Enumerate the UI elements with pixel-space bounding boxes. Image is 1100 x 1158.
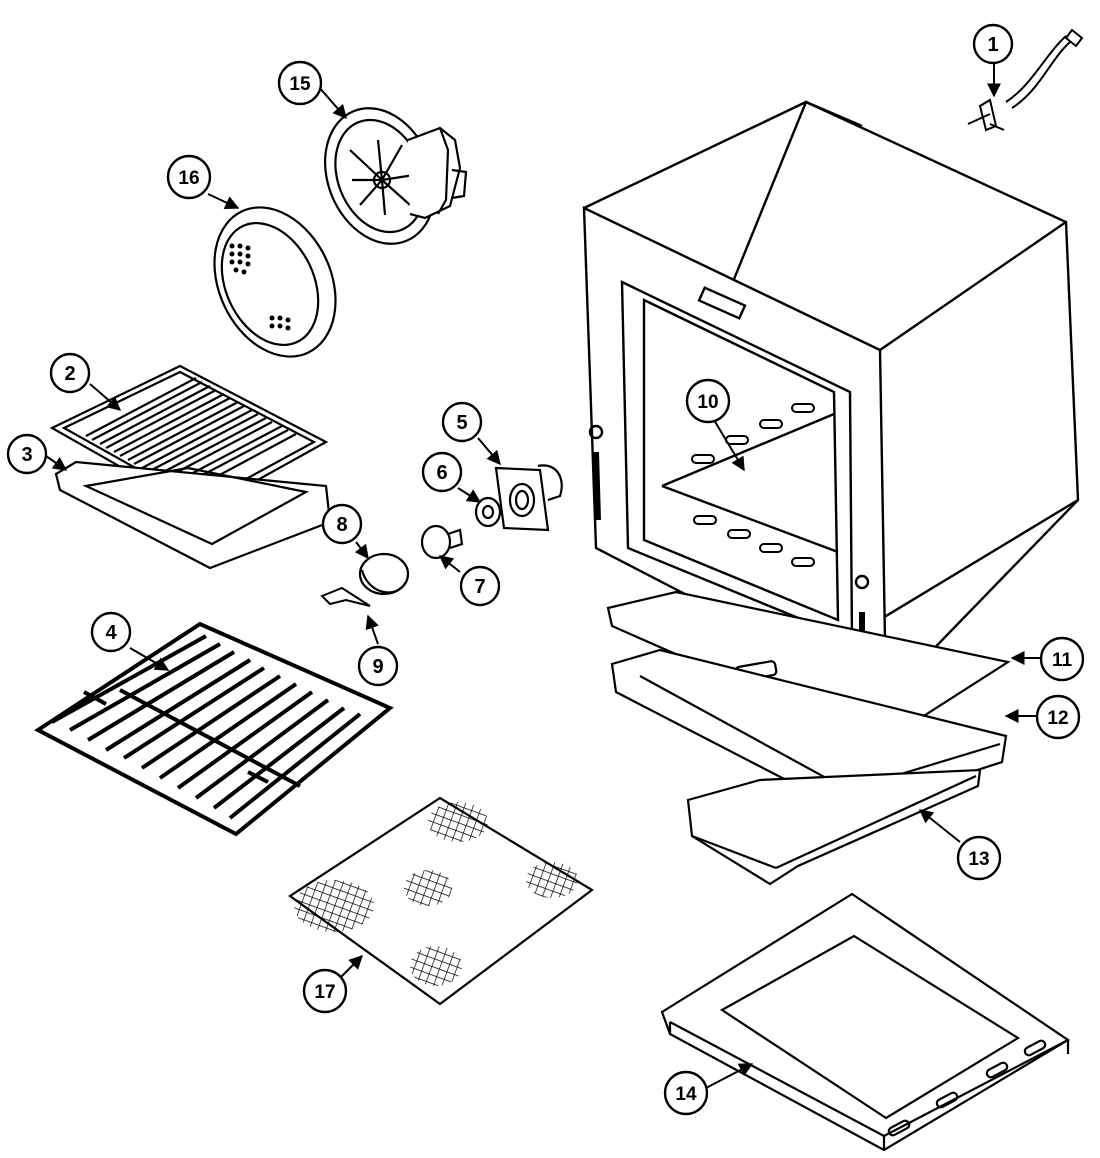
callout-9: 9 — [357, 645, 399, 687]
leader-9 — [365, 614, 379, 645]
callout-label-8: 8 — [336, 514, 347, 536]
callout-label-17: 17 — [314, 982, 335, 1003]
callout-label-14: 14 — [675, 1084, 697, 1105]
leader-7 — [438, 555, 461, 573]
callout-10: 10 — [685, 378, 731, 424]
leader-6 — [457, 487, 482, 503]
callout-label-2: 2 — [64, 363, 75, 385]
leader-17 — [339, 955, 363, 979]
callout-label-7: 7 — [474, 576, 485, 598]
part-6-socket-ring — [474, 496, 502, 528]
callout-label-9: 9 — [372, 656, 383, 678]
leader-4 — [129, 647, 170, 671]
leader-16 — [207, 193, 240, 210]
callout-label-10: 10 — [697, 392, 718, 413]
leader-lines — [45, 62, 1040, 1089]
part-1-sensor-wire — [967, 28, 1084, 132]
callout-label-1: 1 — [987, 34, 998, 56]
callout-11: 11 — [1039, 636, 1085, 682]
callout-label-12: 12 — [1047, 708, 1068, 729]
callout-13: 13 — [956, 835, 1002, 881]
callout-label-3: 3 — [21, 444, 32, 466]
part-10-oven-cavity — [582, 100, 1080, 700]
part-5-light-socket — [494, 464, 563, 532]
callout-4: 4 — [90, 611, 132, 653]
callout-12: 12 — [1035, 694, 1081, 740]
leader-5 — [477, 437, 501, 466]
callout-label-6: 6 — [436, 462, 447, 484]
leader-10 — [713, 419, 745, 472]
leader-14 — [705, 1063, 754, 1089]
part-13-bracket — [686, 768, 982, 886]
part-17-mesh-liner — [288, 796, 594, 1006]
callout-label-5: 5 — [456, 412, 467, 434]
part-16-fan-cover — [213, 206, 337, 358]
part-7-light-bulb — [420, 524, 464, 560]
callout-17: 17 — [302, 968, 348, 1014]
leader-2 — [89, 383, 122, 411]
callout-label-16: 16 — [178, 168, 199, 189]
callout-label-15: 15 — [289, 74, 311, 95]
callout-8: 8 — [321, 503, 363, 545]
callout-16: 16 — [166, 154, 212, 200]
callout-6: 6 — [421, 451, 463, 493]
callout-3: 3 — [6, 433, 48, 475]
part-3-broiler-pan — [54, 460, 332, 570]
part-4-oven-rack — [34, 621, 394, 837]
callout-label-11: 11 — [1052, 650, 1073, 671]
callout-2: 2 — [49, 352, 91, 394]
leader-8 — [354, 541, 369, 560]
part-8-lens-cover — [358, 552, 410, 596]
part-14-drawer — [660, 892, 1071, 1152]
callout-label-4: 4 — [105, 622, 117, 644]
leader-13 — [918, 809, 961, 843]
callouts: 1 2 3 4 5 6 7 8 9 10 11 12 13 14 15 16 1… — [6, 23, 1085, 1116]
callout-7: 7 — [459, 565, 501, 607]
callout-label-13: 13 — [968, 849, 989, 870]
leader-15 — [317, 85, 347, 120]
leader-3 — [45, 455, 68, 471]
callout-15: 15 — [277, 60, 323, 106]
callout-5: 5 — [441, 401, 483, 443]
callout-14: 14 — [663, 1070, 709, 1116]
callout-1: 1 — [972, 23, 1014, 65]
part-15-fan-motor — [324, 107, 468, 245]
part-9-lens-clip — [320, 586, 371, 607]
